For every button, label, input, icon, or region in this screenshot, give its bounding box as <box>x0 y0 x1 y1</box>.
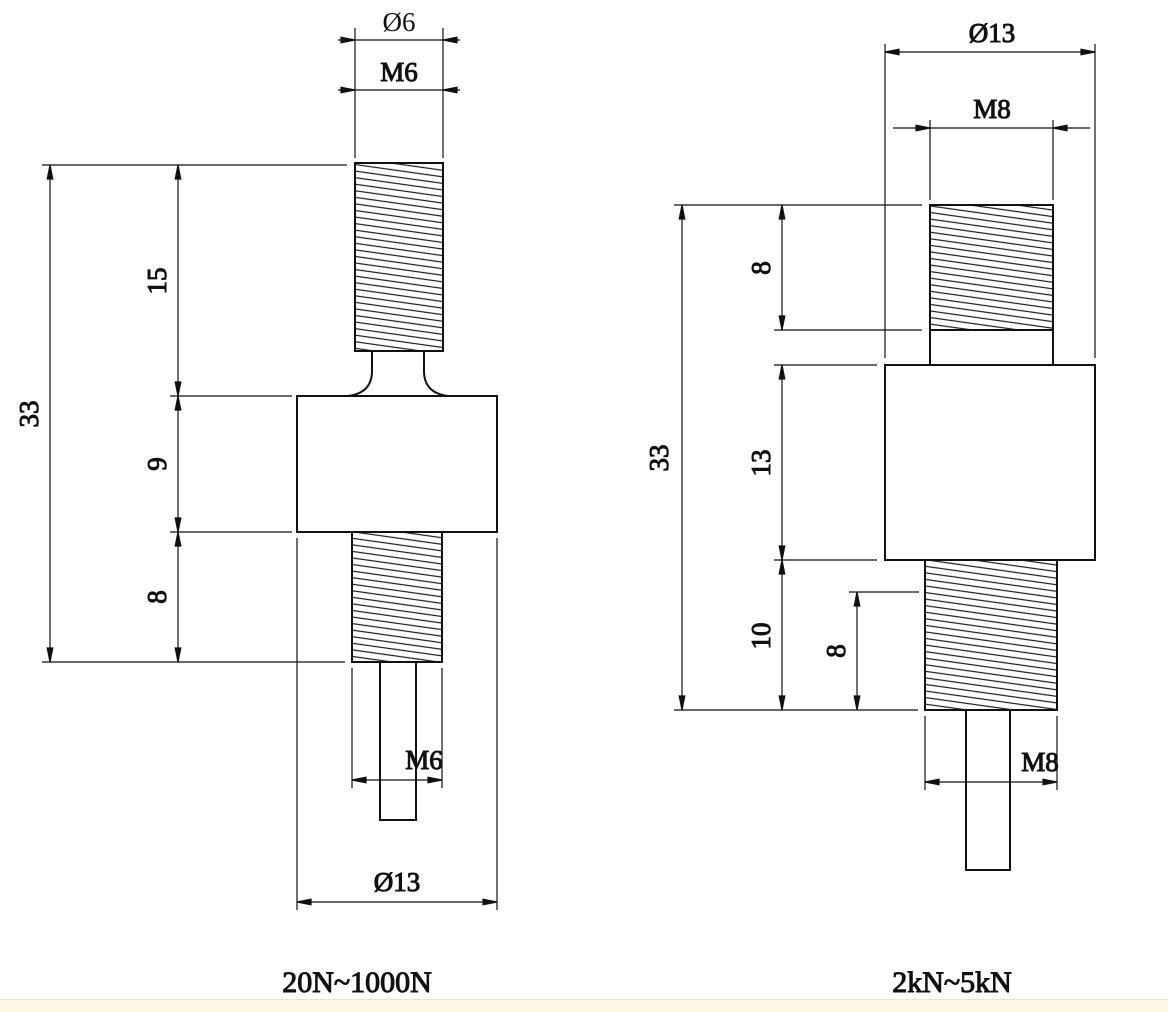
arrowhead <box>442 86 458 94</box>
left-figure: Ø6 M6 33 <box>14 7 498 1000</box>
arrowhead <box>427 776 443 784</box>
right-dim-body-diameter <box>884 44 1096 358</box>
left-dim-top-thread <box>338 86 460 94</box>
right-dim-bottom-section-length <box>778 559 786 711</box>
left-top-threaded-stud <box>354 162 444 352</box>
arrowhead <box>174 395 182 411</box>
right-bottom-shank <box>965 709 1011 871</box>
arrowhead <box>778 315 786 331</box>
arrowhead <box>482 898 498 906</box>
left-dim-body-diameter <box>296 538 498 910</box>
left-dim-text-top-thread-length: 15 <box>142 268 172 295</box>
arrowhead <box>778 364 786 380</box>
right-figure: Ø13 M8 33 <box>644 18 1096 1000</box>
left-bottom-threaded-stud <box>351 531 443 663</box>
right-dim-bottom-thread <box>924 716 1058 790</box>
right-dim-overall-length <box>674 204 922 711</box>
right-dim-text-top-thread-length: 8 <box>746 261 776 275</box>
right-dim-text-bottom-thread-length: 8 <box>821 644 851 658</box>
right-bottom-threaded-stud <box>924 559 1058 711</box>
right-dim-text-body-diameter: Ø13 <box>969 18 1016 48</box>
arrowhead <box>1042 778 1058 786</box>
arrowhead <box>853 591 861 607</box>
arrowhead <box>924 778 940 786</box>
arrowhead <box>340 36 356 44</box>
left-dim-text-overall-length: 33 <box>14 401 44 428</box>
arrowhead <box>174 381 182 397</box>
right-dim-text-overall-length: 33 <box>644 445 674 472</box>
right-dim-top-thread <box>893 120 1090 200</box>
arrowhead <box>915 124 931 132</box>
left-sensor-body <box>296 395 498 533</box>
left-dim-text-top-diameter: Ø6 <box>383 7 416 37</box>
left-dim-text-top-thread: M6 <box>380 57 418 87</box>
left-dim-bottom-thread <box>351 668 443 788</box>
left-bottom-shank <box>379 661 417 821</box>
arrowhead <box>678 204 686 220</box>
arrowhead <box>884 48 900 56</box>
left-dim-text-bottom-thread: M6 <box>405 745 443 775</box>
arrowhead <box>340 86 356 94</box>
right-dim-text-body-height: 13 <box>746 450 776 477</box>
left-neck-right-fillet <box>423 351 449 397</box>
right-dim-text-bottom-section-length: 10 <box>746 623 776 650</box>
left-dim-text-body-diameter: Ø13 <box>374 867 421 897</box>
arrowhead <box>46 164 54 180</box>
left-neck-left-fillet <box>347 351 373 397</box>
left-dim-bottom-thread-length <box>174 531 182 663</box>
arrowhead <box>442 36 458 44</box>
arrowhead <box>174 517 182 533</box>
left-dim-overall-length <box>42 164 347 663</box>
arrowhead <box>1052 124 1068 132</box>
arrowhead <box>778 695 786 711</box>
left-dim-body-height <box>170 395 292 533</box>
arrowhead <box>174 164 182 180</box>
arrowhead <box>853 695 861 711</box>
right-dim-top-thread-length <box>774 204 922 331</box>
right-top-plain-section <box>929 329 1054 366</box>
right-sensor-body <box>884 364 1096 561</box>
arrowhead <box>351 776 367 784</box>
arrowhead <box>678 695 686 711</box>
right-top-threaded-stud <box>929 204 1054 331</box>
right-dim-bottom-thread-length <box>849 591 919 711</box>
arrowhead <box>174 647 182 663</box>
right-dim-body-height <box>774 364 877 561</box>
arrowhead <box>174 531 182 547</box>
left-dim-text-bottom-thread-length: 8 <box>142 590 172 604</box>
arrowhead <box>778 204 786 220</box>
arrowhead <box>46 647 54 663</box>
right-figure-caption: 2kN~5kN <box>892 966 1012 999</box>
left-dim-top-thread-length <box>170 164 292 397</box>
arrowhead <box>296 898 312 906</box>
left-dim-top-diameter <box>338 28 460 158</box>
right-dim-text-top-thread: M8 <box>973 94 1011 124</box>
left-figure-caption: 20N~1000N <box>282 966 432 999</box>
bottom-page-strip <box>0 999 1168 1012</box>
left-dim-text-body-height: 9 <box>142 457 172 471</box>
arrowhead <box>778 545 786 561</box>
arrowhead <box>778 559 786 575</box>
right-dim-text-bottom-thread: M8 <box>1021 747 1059 777</box>
arrowhead <box>1080 48 1096 56</box>
